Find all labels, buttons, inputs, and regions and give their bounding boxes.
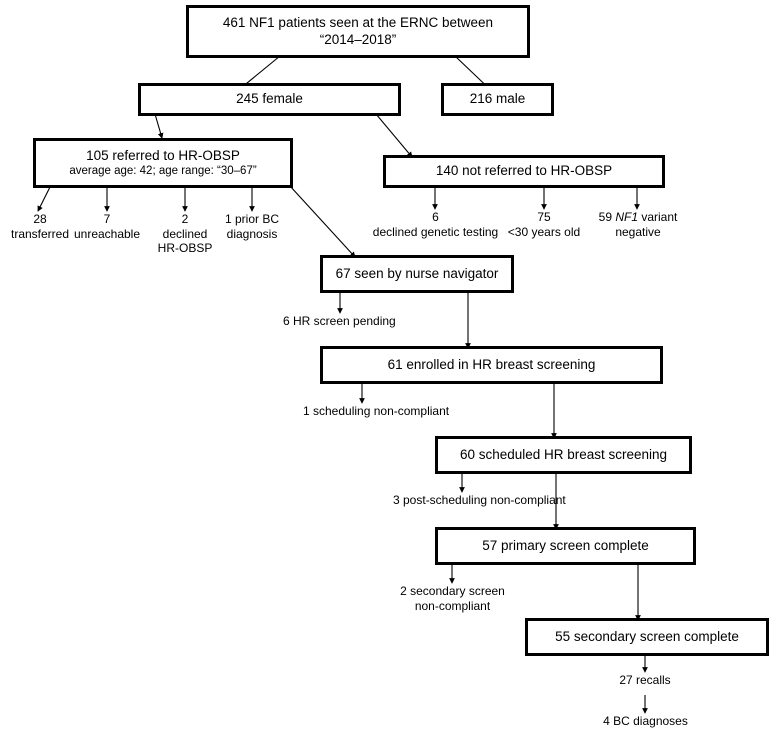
- node-not-referred[interactable]: 140 not referred to HR-OBSP: [383, 155, 665, 188]
- label-unreachable: 7 unreachable: [73, 212, 141, 241]
- node-root-line2: “2014–2018”: [319, 31, 397, 47]
- node-secondary-screen[interactable]: 55 secondary screen complete: [525, 618, 769, 656]
- label-bc-diagnoses: 4 BC diagnoses: [603, 714, 688, 728]
- label-transferred: 28 transferred: [10, 212, 70, 241]
- label-prior-bc-diagnosis: 1 prior BC diagnosis: [224, 212, 280, 241]
- node-secondary-label: 55 secondary screen complete: [555, 628, 739, 644]
- edge-referred-transferred: [37, 186, 51, 212]
- label-scheduling-non-compliant: 1 scheduling non-compliant: [303, 404, 450, 418]
- node-root[interactable]: 461 NF1 patients seen at the ERNC betwee…: [186, 5, 530, 58]
- label-under-30-years-old: 75 <30 years old: [507, 210, 581, 239]
- node-nurse-label: 67 seen by nurse navigator: [335, 265, 499, 281]
- nf1-negative-suffix: variant negative: [615, 210, 678, 239]
- node-referred-line2: average age: 42; age range: “30–67”: [69, 165, 257, 178]
- nf1-gene-italic: NF1: [615, 210, 638, 224]
- edge-referred-nurse: [289, 185, 356, 258]
- nf1-negative-prefix: 59: [598, 210, 616, 224]
- node-female[interactable]: 245 female: [138, 83, 401, 116]
- node-female-label: 245 female: [236, 91, 303, 107]
- node-nurse-navigator[interactable]: 67 seen by nurse navigator: [320, 255, 514, 293]
- node-referred-line1: 105 referred to HR-OBSP: [86, 147, 240, 163]
- label-nf1-variant-negative: 59 NF1 variant negative: [592, 210, 684, 239]
- label-hr-screen-pending: 6 HR screen pending: [283, 314, 396, 328]
- label-declined-genetic-testing: 6 declined genetic testing: [372, 210, 499, 239]
- node-enrolled[interactable]: 61 enrolled in HR breast screening: [320, 346, 663, 384]
- node-male[interactable]: 216 male: [441, 83, 554, 116]
- edge-female-referred: [154, 113, 164, 139]
- label-post-scheduling-non-compliant: 3 post-scheduling non-compliant: [393, 493, 566, 507]
- node-enrolled-label: 61 enrolled in HR breast screening: [387, 356, 596, 372]
- node-scheduled[interactable]: 60 scheduled HR breast screening: [435, 436, 692, 474]
- node-scheduled-label: 60 scheduled HR breast screening: [459, 446, 668, 462]
- edge-female-notreferred: [375, 113, 413, 158]
- label-secondary-screen-non-compliant: 2 secondary screen non-compliant: [400, 584, 505, 613]
- node-referred[interactable]: 105 referred to HR-OBSP average age: 42;…: [33, 138, 293, 188]
- label-declined-hrobsp: 2 declined HR-OBSP: [157, 212, 213, 256]
- node-male-label: 216 male: [469, 91, 526, 107]
- node-root-line1: 461 NF1 patients seen at the ERNC betwee…: [222, 15, 494, 31]
- node-not-referred-label: 140 not referred to HR-OBSP: [435, 163, 613, 179]
- label-recalls: 27 recalls: [619, 673, 671, 687]
- node-primary-screen[interactable]: 57 primary screen complete: [435, 527, 696, 565]
- node-primary-label: 57 primary screen complete: [482, 537, 649, 553]
